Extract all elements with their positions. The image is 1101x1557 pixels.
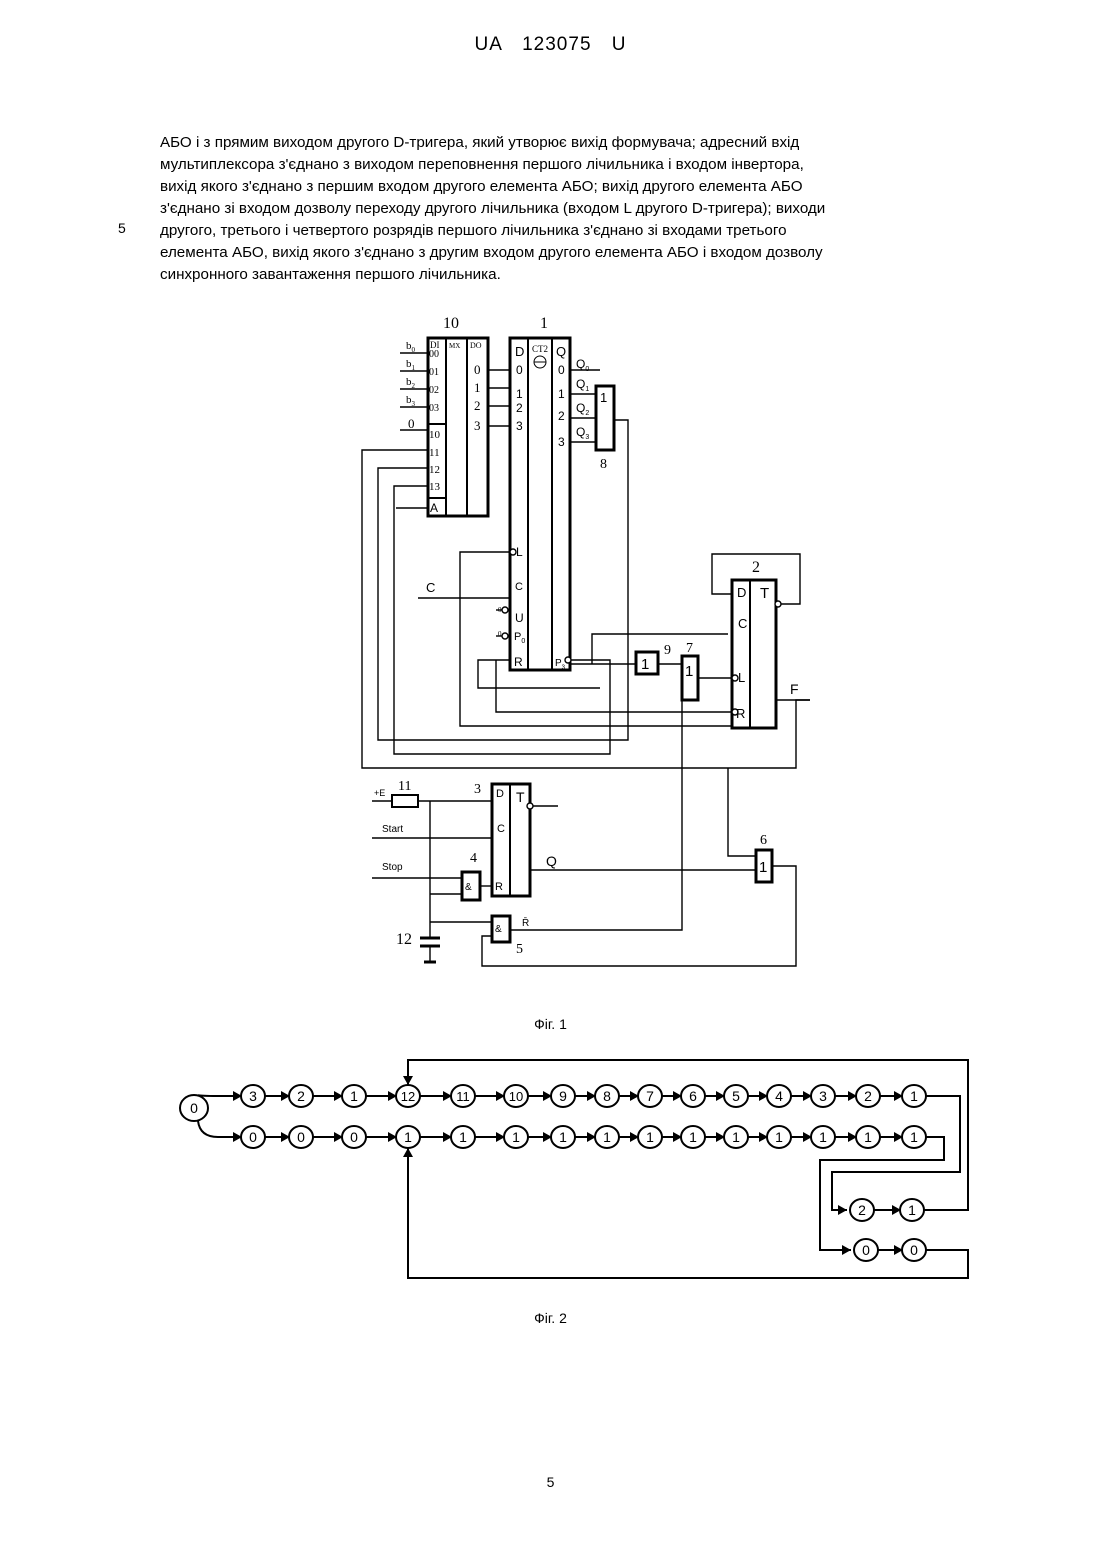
counter-input-label: R [514,655,523,669]
counter-output-label: 0 [558,363,565,377]
counter-output-label: Q [556,344,566,359]
dff3-input-label: R [495,881,503,893]
counter-input-label: 0 [516,363,523,377]
counter-input-label: C [515,581,523,593]
fig1-label: & [495,924,502,935]
fig1-label: 3 [474,782,481,797]
dff2-input-label: R [736,706,745,721]
counter-output-label: 3 [558,435,565,449]
mux-data-input-label: 03 [429,403,439,414]
fig1-label: DO [470,341,482,350]
page-number: 5 [0,1474,1101,1490]
fig1-label: 6 [760,833,767,848]
counter-q-label: Q2 [576,401,589,417]
counter-p-zero: 0 [498,630,502,638]
fig1-label: T [516,789,525,805]
counter-u-zero: 0 [498,606,502,614]
counter-q-label: Q1 [576,377,589,393]
mux-b-input-label: b3 [406,394,416,408]
fig1-label: 11 [398,779,411,794]
fig1-label: T [760,585,769,602]
fig1-label: MX [449,342,460,350]
mux-data-input-label: 02 [429,385,439,396]
fig1-label: 1 [759,859,767,876]
fig1-label: C [426,580,435,595]
fig1-label: 5 [516,942,523,957]
fig1-label: 9 [664,643,671,658]
figure-2-caption: Фіг. 2 [0,1310,1101,1326]
mux-output-label: 0 [474,362,481,377]
mux-output-label: 2 [474,398,481,413]
fig1-label: Stop [382,862,403,873]
mux-b-input-label: b2 [406,376,416,390]
fig1-label: 4 [470,851,477,866]
counter-input-label: 1 [516,387,523,401]
fig1-label: 1 [540,315,548,332]
mux-output-label: 1 [474,380,481,395]
fig1-label: 1 [600,390,607,405]
figure-1-caption: Фіг. 1 [0,1016,1101,1032]
mux-addr-input-label: 10 [429,429,441,441]
fig1-label: +E [374,788,385,798]
mux-addr-input-label: 12 [429,464,440,476]
dff2-input-label: C [738,616,747,631]
fig1-label: 1 [685,663,693,680]
fig1-label: Q [546,853,557,869]
fig1-label: 1 [641,656,649,673]
fig1-label: 8 [600,457,607,472]
mux-b-input-label: b1 [406,358,416,372]
mux-output-label: 3 [474,418,481,433]
fig1-label: & [465,882,472,893]
dff2-input-label: L [738,670,745,685]
dff2-input-label: D [737,585,746,600]
fig1-label: 10 [443,315,459,332]
counter-input-label: D [515,344,524,359]
fig1-label: R̄ [522,916,529,929]
dff3-input-label: D [496,788,504,800]
counter-output-label: 1 [558,387,565,401]
mux-data-input-label: 00 [429,349,439,360]
fig1-label: Start [382,824,403,835]
counter-output-label: 2 [558,409,565,423]
fig1-label: 7 [686,641,693,656]
mux-addr-input-label: 13 [429,481,441,493]
counter-q-label: Q0 [576,357,589,373]
counter-input-label: L [516,545,523,559]
counter-input-label: 3 [516,419,523,433]
fig1-label: A [430,501,438,515]
counter-input-label: P0 [514,631,525,645]
fig1-label: 12 [396,931,412,948]
fig1-label: F [790,681,799,697]
mux-b-input-label: b0 [406,340,416,354]
fig1-label: 2 [752,559,760,576]
mux-zero-input-label: 0 [408,416,415,431]
fig1-label: CT2 [532,344,548,354]
counter-input-label: 2 [516,401,523,415]
mux-data-input-label: 01 [429,367,439,378]
dff3-input-label: C [497,823,505,835]
counter-q-label: Q3 [576,425,589,441]
counter-input-label: U [515,611,524,625]
mux-addr-input-label: 11 [429,447,440,459]
